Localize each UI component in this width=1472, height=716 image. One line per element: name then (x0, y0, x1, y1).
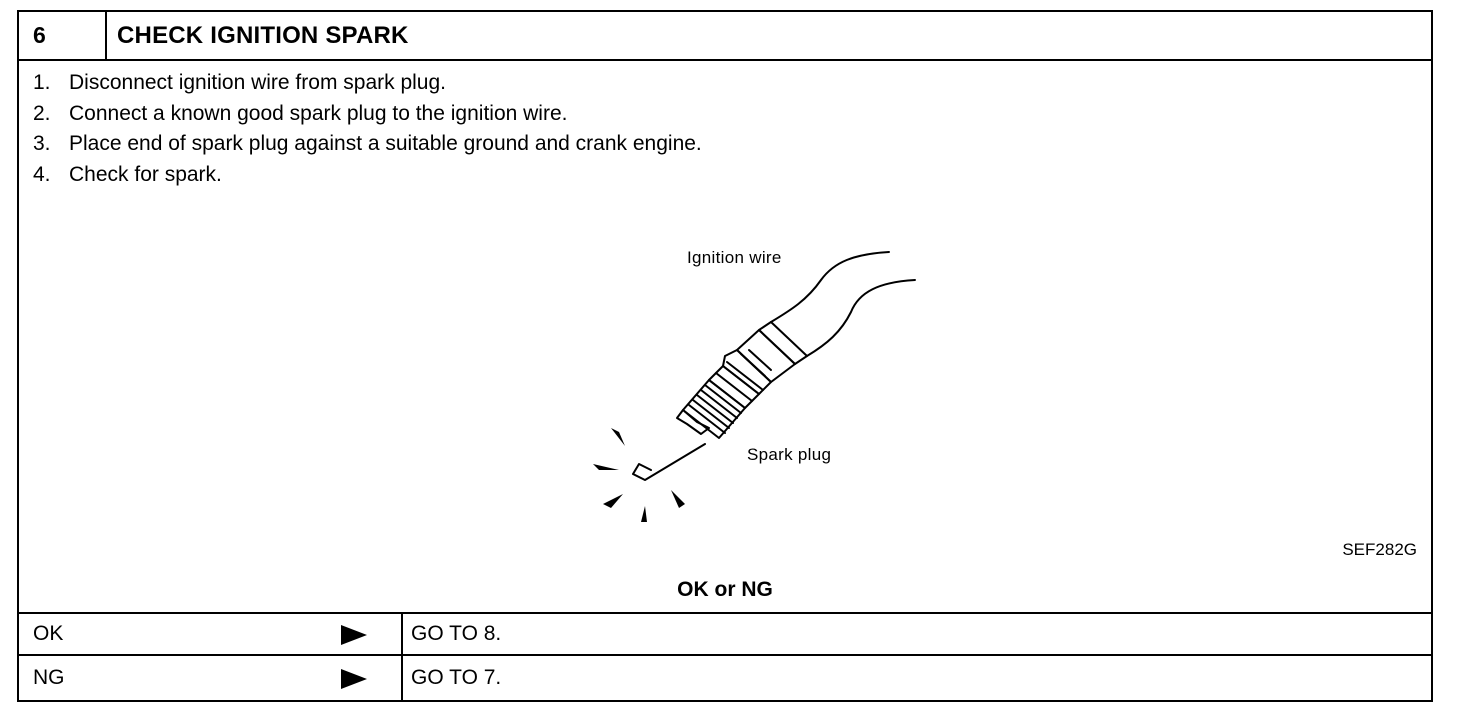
result-heading: OK or NG (677, 578, 773, 601)
plug-electrode (676, 409, 710, 435)
result-row-ng: NG GO TO 7. (19, 654, 1431, 700)
step-header: 6 CHECK IGNITION SPARK (19, 12, 1431, 61)
step-number: 6 (19, 12, 107, 59)
instruction-text: Place end of spark plug against a suitab… (69, 132, 702, 155)
result-label: OK (33, 622, 64, 645)
instruction-item: 3. Place end of spark plug against a suit… (33, 129, 702, 160)
row-divider (401, 614, 403, 654)
ignition-wire (770, 251, 890, 323)
instruction-number: 4. (33, 162, 51, 186)
arrow-right-icon (341, 669, 367, 689)
spark-marks (593, 428, 685, 522)
instruction-list: 1. Disconnect ignition wire from spark pl… (33, 68, 702, 190)
spark-mark (671, 490, 685, 508)
result-action: GO TO 7. (411, 666, 502, 689)
spark-mark (611, 428, 625, 446)
spark-mark (641, 506, 647, 522)
arrow-right-icon (341, 625, 367, 645)
ground-electrode (632, 443, 706, 481)
instruction-item: 2. Connect a known good spark plug to the… (33, 99, 702, 130)
figure-code: SEF282G (1342, 540, 1417, 559)
instruction-number: 1. (33, 71, 51, 94)
instruction-text: Check for spark. (69, 162, 222, 186)
result-action: GO TO 8. (411, 622, 502, 645)
spark-plug-label: Spark plug (747, 445, 832, 464)
spark-mark (593, 464, 619, 470)
instruction-text: Disconnect ignition wire from spark plug… (69, 71, 446, 94)
ignition-wire-label: Ignition wire (687, 248, 782, 267)
instruction-number: 3. (33, 132, 51, 155)
instruction-item: 1. Disconnect ignition wire from spark pl… (33, 68, 702, 99)
result-row-ok: OK GO TO 8. (19, 612, 1431, 654)
ignition-wire (806, 279, 916, 357)
result-label: NG (33, 666, 65, 689)
instruction-item: 4. Check for spark. (33, 160, 702, 191)
instruction-text: Connect a known good spark plug to the i… (69, 101, 568, 125)
spark-plug-drawing (593, 251, 916, 522)
instruction-number: 2. (33, 101, 51, 125)
plug-threads (682, 379, 746, 439)
spark-mark (603, 494, 623, 508)
step-title: CHECK IGNITION SPARK (117, 22, 409, 49)
spark-plug-illustration: Ignition wire Spark plug (559, 232, 979, 542)
procedure-sheet: 6 CHECK IGNITION SPARK 1. Disconnect igni… (17, 10, 1433, 702)
row-divider (401, 656, 403, 700)
wire-boot (758, 321, 808, 365)
